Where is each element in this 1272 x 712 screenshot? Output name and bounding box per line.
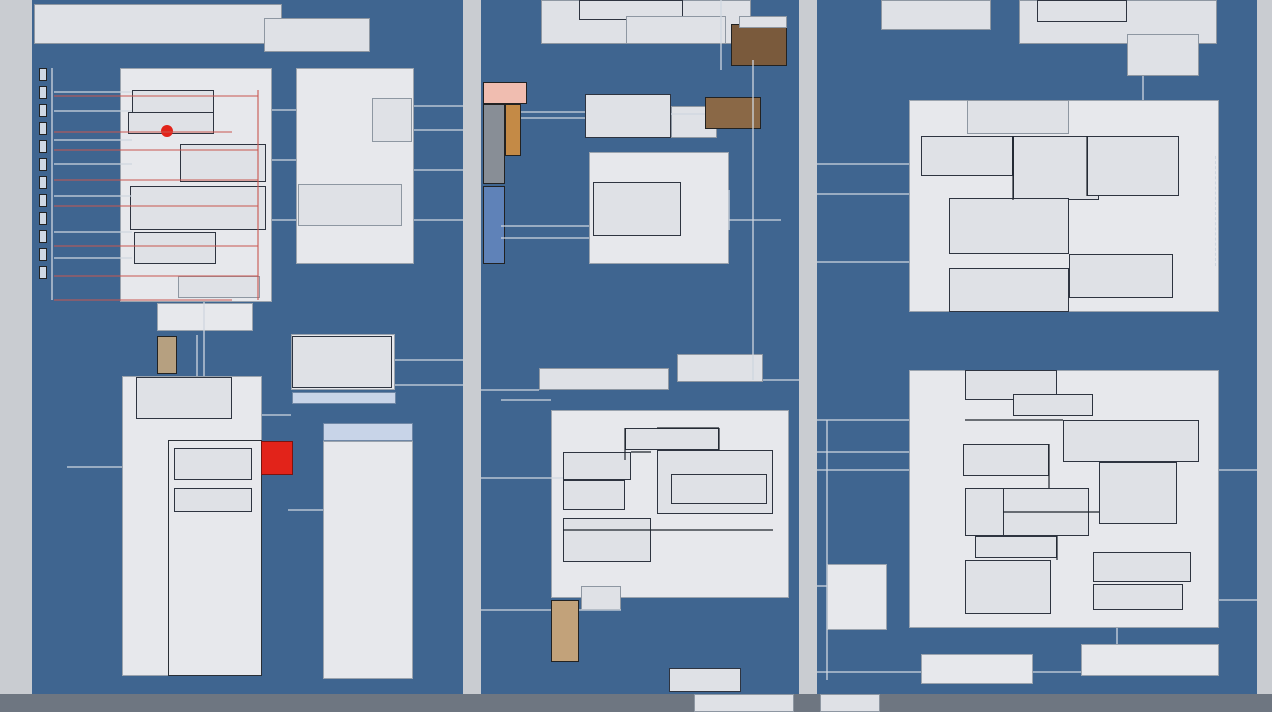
tool-icon[interactable]: [39, 158, 47, 171]
text-box: [563, 480, 625, 510]
text-box: [921, 136, 1013, 176]
thumbnail[interactable]: [483, 186, 505, 264]
text-box: [967, 100, 1069, 134]
marker-dot[interactable]: [161, 125, 173, 137]
text-box: [1013, 136, 1099, 200]
text-box: [298, 184, 402, 226]
tool-icon[interactable]: [39, 104, 47, 117]
text-box: [949, 198, 1069, 254]
card-header: [292, 392, 396, 404]
text-box: [694, 694, 794, 712]
text-box: [539, 368, 669, 390]
card-header: [323, 423, 413, 441]
text-box: [626, 16, 726, 44]
board-panel: [481, 0, 799, 694]
panel-header: [264, 18, 370, 52]
text-box: [1127, 34, 1199, 76]
text-box: [593, 182, 681, 236]
thumbnail[interactable]: [505, 104, 521, 156]
board-panel: [817, 0, 1257, 694]
panel-divider: [463, 0, 481, 712]
tool-icon[interactable]: [39, 266, 47, 279]
document-card[interactable]: [827, 564, 887, 630]
text-box: [1003, 488, 1089, 536]
text-box: [292, 336, 392, 388]
text-box: [136, 377, 232, 419]
text-box: [1013, 394, 1093, 416]
text-box: [1093, 552, 1191, 582]
text-box: [372, 98, 412, 142]
text-box: [563, 452, 631, 480]
text-box: [1063, 420, 1199, 462]
text-box: [174, 448, 252, 480]
text-box: [174, 488, 252, 512]
text-box: [130, 186, 266, 230]
tool-icon[interactable]: [39, 176, 47, 189]
panel-divider: [799, 0, 817, 712]
thumbnail[interactable]: [483, 104, 505, 184]
panel-header: [34, 4, 282, 44]
text-box: [625, 428, 719, 450]
document-card[interactable]: [1081, 644, 1219, 676]
tool-icon[interactable]: [39, 230, 47, 243]
text-box: [820, 694, 880, 712]
tool-icon[interactable]: [39, 140, 47, 153]
text-box: [1037, 0, 1127, 22]
document-card[interactable]: [157, 303, 253, 331]
chart-icon: [1215, 156, 1252, 266]
thumbnail[interactable]: [731, 24, 787, 66]
text-box: [180, 144, 266, 182]
thumbnail[interactable]: [157, 336, 177, 374]
tool-icon[interactable]: [39, 122, 47, 135]
highlight-marker[interactable]: [261, 441, 293, 475]
text-box: [563, 518, 651, 562]
tool-icon[interactable]: [39, 212, 47, 225]
left-frame: [0, 0, 32, 712]
text-box: [671, 474, 767, 504]
document-card[interactable]: [921, 654, 1033, 684]
thumbnail[interactable]: [483, 82, 527, 104]
text-box: [585, 94, 671, 138]
text-box: [739, 16, 787, 28]
text-box: [949, 268, 1069, 312]
text-box: [581, 586, 621, 610]
thumbnail[interactable]: [551, 600, 579, 662]
tool-icon[interactable]: [39, 68, 47, 81]
text-box: [669, 668, 741, 692]
text-box: [178, 276, 260, 298]
text-box: [1093, 584, 1183, 610]
thumbnail[interactable]: [705, 97, 761, 129]
text-box: [1099, 462, 1177, 524]
text-box: [965, 560, 1051, 614]
text-box: [134, 232, 216, 264]
board-panel: [32, 0, 463, 694]
text-box: [132, 90, 214, 116]
right-frame: [1257, 0, 1272, 712]
text-box: [1069, 254, 1173, 298]
text-box: [677, 354, 763, 382]
tool-icon[interactable]: [39, 86, 47, 99]
status-bar: [0, 694, 1272, 712]
tool-icon[interactable]: [39, 248, 47, 261]
text-box: [881, 0, 991, 30]
text-box: [963, 444, 1049, 476]
document-card[interactable]: [323, 441, 413, 679]
toolbar: [39, 68, 47, 284]
text-box: [965, 488, 1007, 536]
tool-icon[interactable]: [39, 194, 47, 207]
text-box: [1087, 136, 1179, 196]
text-box: [975, 536, 1057, 558]
